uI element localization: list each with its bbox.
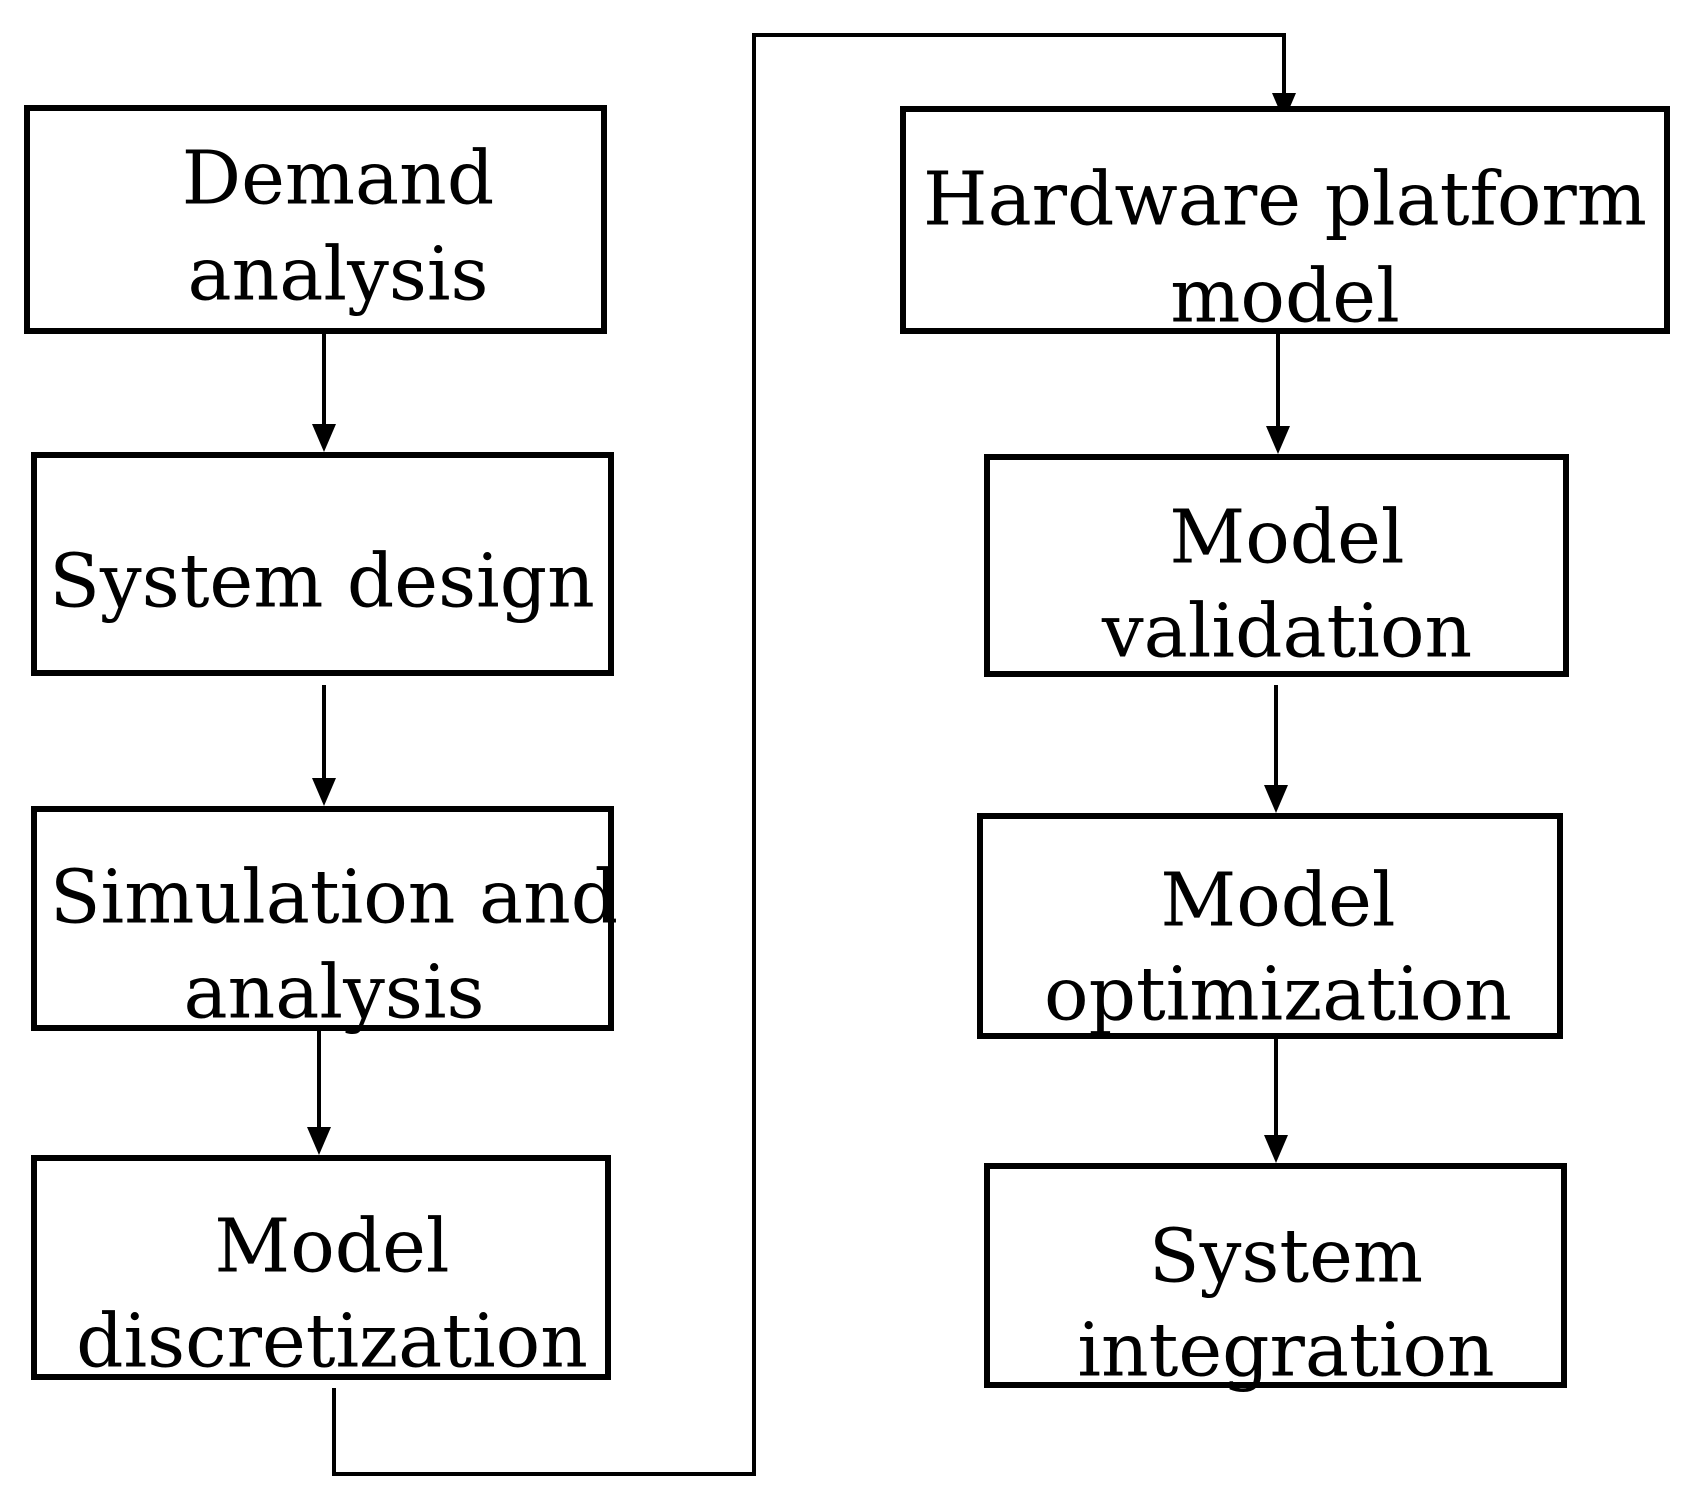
node-model-optimization-label: optimization <box>1044 951 1512 1037</box>
arrowhead <box>312 778 336 806</box>
node-hardware-platform-model-label: model <box>1170 253 1400 339</box>
arrow-simulation-and-analysis-to-model-discretization <box>307 1031 331 1155</box>
node-hardware-platform-model-box <box>900 106 1670 334</box>
arrow-demand-analysis-to-system-design <box>312 333 336 452</box>
arrow-model-optimization-to-system-integration <box>1264 1039 1288 1163</box>
node-model-discretization-box <box>31 1155 611 1380</box>
connectors <box>307 33 1296 1476</box>
node-simulation-and-analysis-label: analysis <box>184 949 485 1035</box>
node-model-discretization-label: Model <box>214 1203 449 1289</box>
node-demand-analysis-box <box>24 105 607 334</box>
node-model-optimization-box <box>977 813 1563 1039</box>
node-hardware-platform-model-label: Hardware platform <box>923 156 1647 242</box>
node-simulation-and-analysis-box <box>31 806 614 1031</box>
node-demand-analysis: Demand analysis <box>24 105 607 334</box>
node-model-validation-box <box>984 454 1569 677</box>
arrowhead <box>307 1127 331 1155</box>
node-system-design-box <box>31 452 614 676</box>
node-simulation-and-analysis-label: Simulation and <box>50 854 618 940</box>
node-model-optimization-label: Model <box>1160 857 1395 943</box>
node-demand-analysis-label: Demand <box>182 135 494 221</box>
node-model-validation-label: Model <box>1169 494 1404 580</box>
arrowhead <box>312 424 336 452</box>
node-system-design: System design <box>31 452 614 676</box>
node-model-discretization: Model discretization <box>31 1155 611 1384</box>
arrow-system-design-to-simulation-and-analysis <box>312 685 336 806</box>
node-model-validation-label: validation <box>1101 588 1472 674</box>
node-system-integration-box <box>984 1163 1567 1388</box>
node-hardware-platform-model: Hardware platform model <box>900 106 1670 339</box>
arrow-model-validation-to-model-optimization <box>1264 685 1288 813</box>
node-system-design-label: System design <box>49 538 595 624</box>
arrow-hardware-platform-model-to-model-validation <box>1266 333 1290 454</box>
arrowhead <box>1264 1135 1288 1163</box>
node-model-discretization-label: discretization <box>76 1298 588 1384</box>
node-system-integration-label: System <box>1149 1213 1423 1299</box>
node-simulation-and-analysis: Simulation and analysis <box>31 806 618 1035</box>
arrowhead <box>1266 426 1290 454</box>
node-system-integration-label: integration <box>1077 1307 1494 1393</box>
arrow-line <box>332 33 1286 1476</box>
arrowhead <box>1264 785 1288 813</box>
node-demand-analysis-label: analysis <box>188 231 489 317</box>
